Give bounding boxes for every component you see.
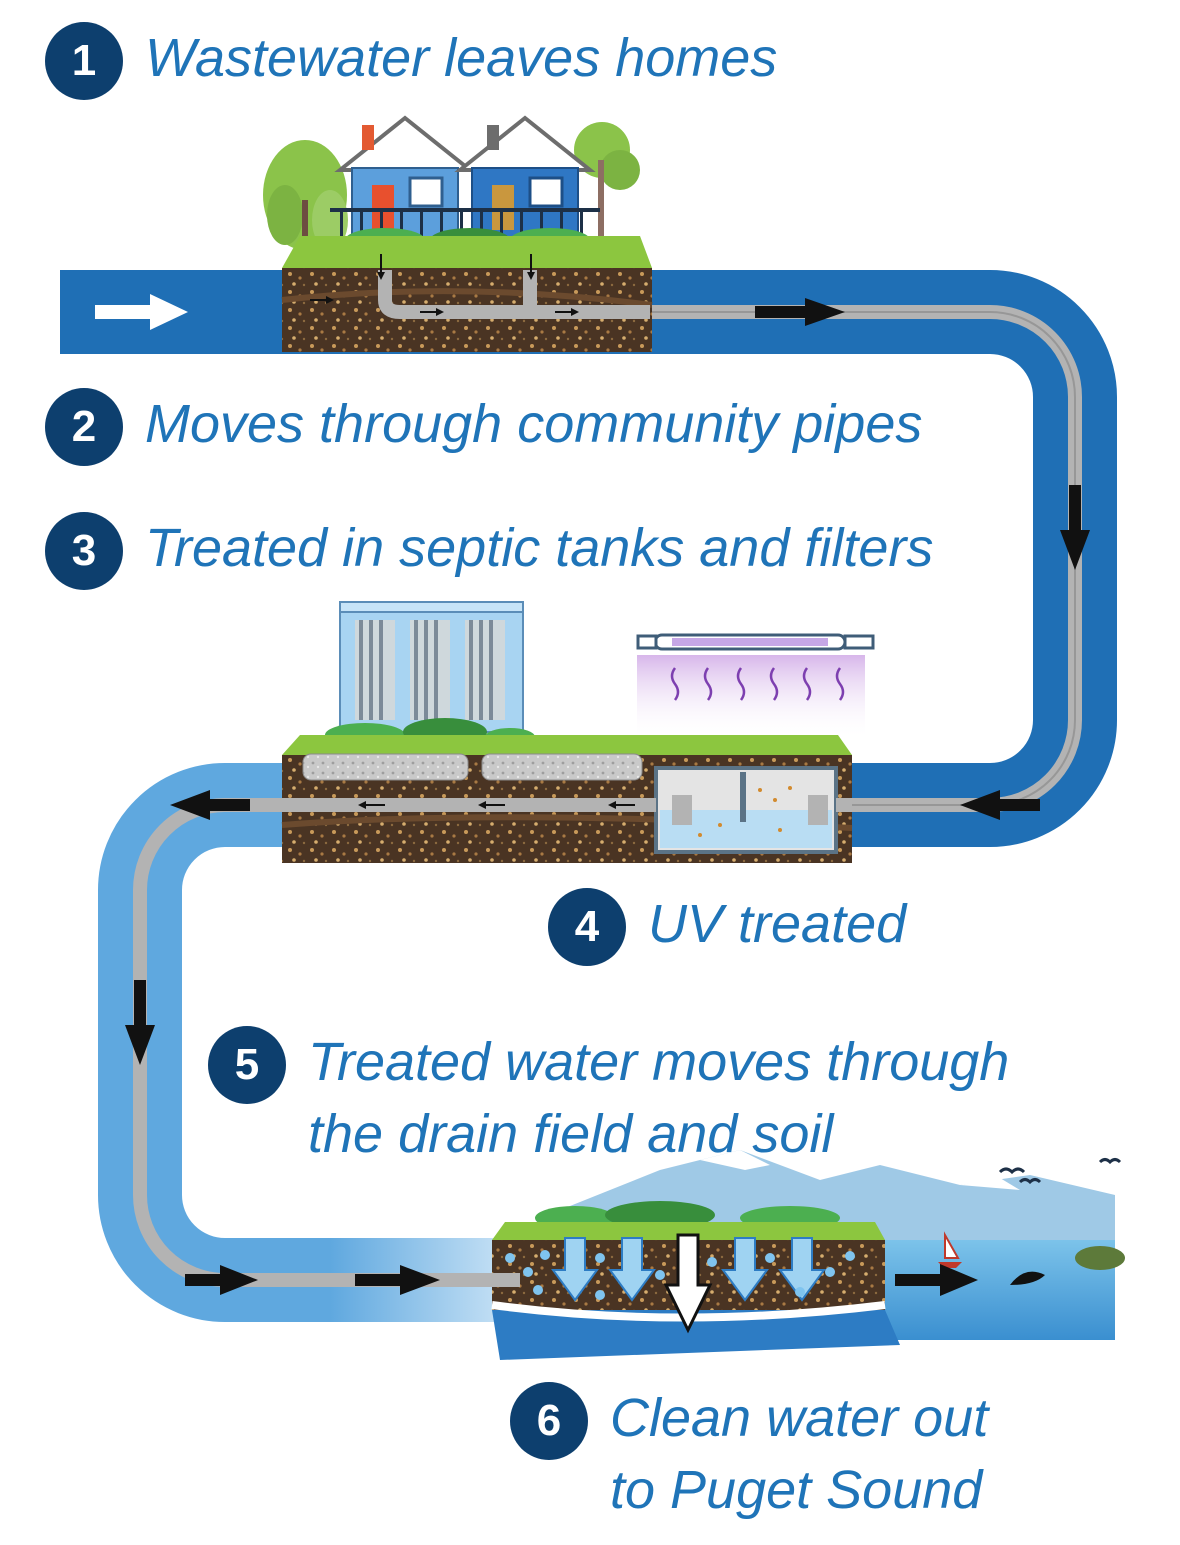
step-5: 5 Treated water moves through the drain …: [208, 1026, 1009, 1170]
step-3-label: Treated in septic tanks and filters: [145, 518, 934, 578]
step-5-label: Treated water moves through the drain fi…: [308, 1032, 1010, 1164]
homes-illustration: [263, 115, 653, 352]
step-6-label: Clean water out to Puget Sound: [610, 1388, 989, 1520]
step-1-label: Wastewater leaves homes: [145, 28, 778, 88]
step-5-badge: 5: [208, 1026, 286, 1104]
step-3-badge: 3: [45, 512, 123, 590]
step-1: 1 Wastewater leaves homes: [45, 22, 777, 100]
inflow-arrow-icon: [95, 294, 188, 330]
treatment-illustration: [281, 601, 875, 863]
step-6: 6 Clean water out to Puget Sound: [510, 1382, 988, 1526]
step-1-badge: 1: [45, 22, 123, 100]
step-2: 2 Moves through community pipes: [45, 388, 922, 466]
step-4-label: UV treated: [648, 894, 907, 954]
step-2-label: Moves through community pipes: [145, 394, 923, 454]
step-6-badge: 6: [510, 1382, 588, 1460]
flow-arrows: [125, 298, 1090, 1295]
drain-field-illustration: [491, 1150, 1125, 1360]
step-4-badge: 4: [548, 888, 626, 966]
step-3: 3 Treated in septic tanks and filters: [45, 512, 933, 590]
step-4: 4 UV treated: [548, 888, 906, 966]
step-2-badge: 2: [45, 388, 123, 466]
